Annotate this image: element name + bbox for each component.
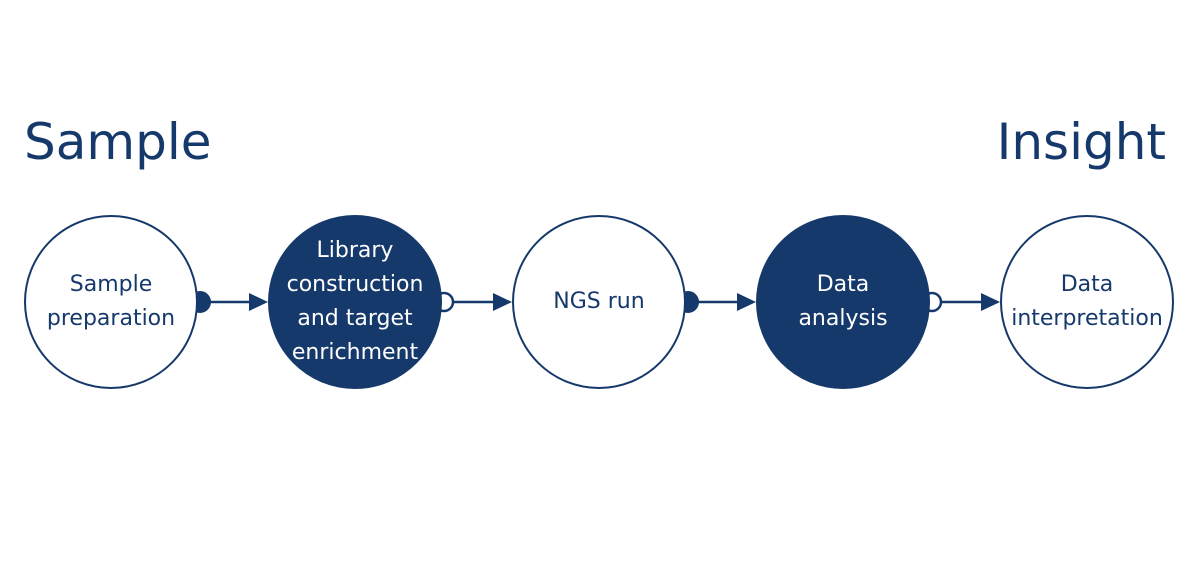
step-label-line: analysis — [798, 306, 888, 331]
step-label-line: interpretation — [1011, 306, 1163, 331]
step-label-line: preparation — [46, 306, 176, 331]
connector-3 — [677, 291, 756, 313]
arrowhead-icon — [981, 293, 1000, 311]
connector-4 — [921, 291, 1000, 313]
end-heading: Insight — [996, 113, 1166, 171]
connector-1 — [189, 291, 268, 313]
step-label-line: construction — [286, 272, 424, 297]
step-data-interpretation: Data interpretation — [1000, 215, 1174, 389]
step-ngs-run: NGS run — [512, 215, 686, 389]
step-label-line: Data — [816, 272, 870, 297]
step-label-line: Data — [1060, 272, 1114, 297]
step-label-line: NGS run — [553, 289, 645, 314]
connector-2 — [433, 291, 512, 313]
arrowhead-icon — [493, 293, 512, 311]
step-data-analysis: Data analysis — [756, 215, 930, 389]
step-sample-preparation: Sample preparation — [24, 215, 198, 389]
step-label-line: enrichment — [291, 340, 419, 365]
step-label-line: Library — [316, 238, 394, 263]
step-label-line: and target — [297, 306, 413, 331]
arrowhead-icon — [737, 293, 756, 311]
step-label-line: Sample — [69, 272, 153, 297]
start-heading: Sample — [24, 113, 212, 171]
arrowhead-icon — [249, 293, 268, 311]
step-library-construction: Library construction and target enrichme… — [268, 215, 442, 389]
